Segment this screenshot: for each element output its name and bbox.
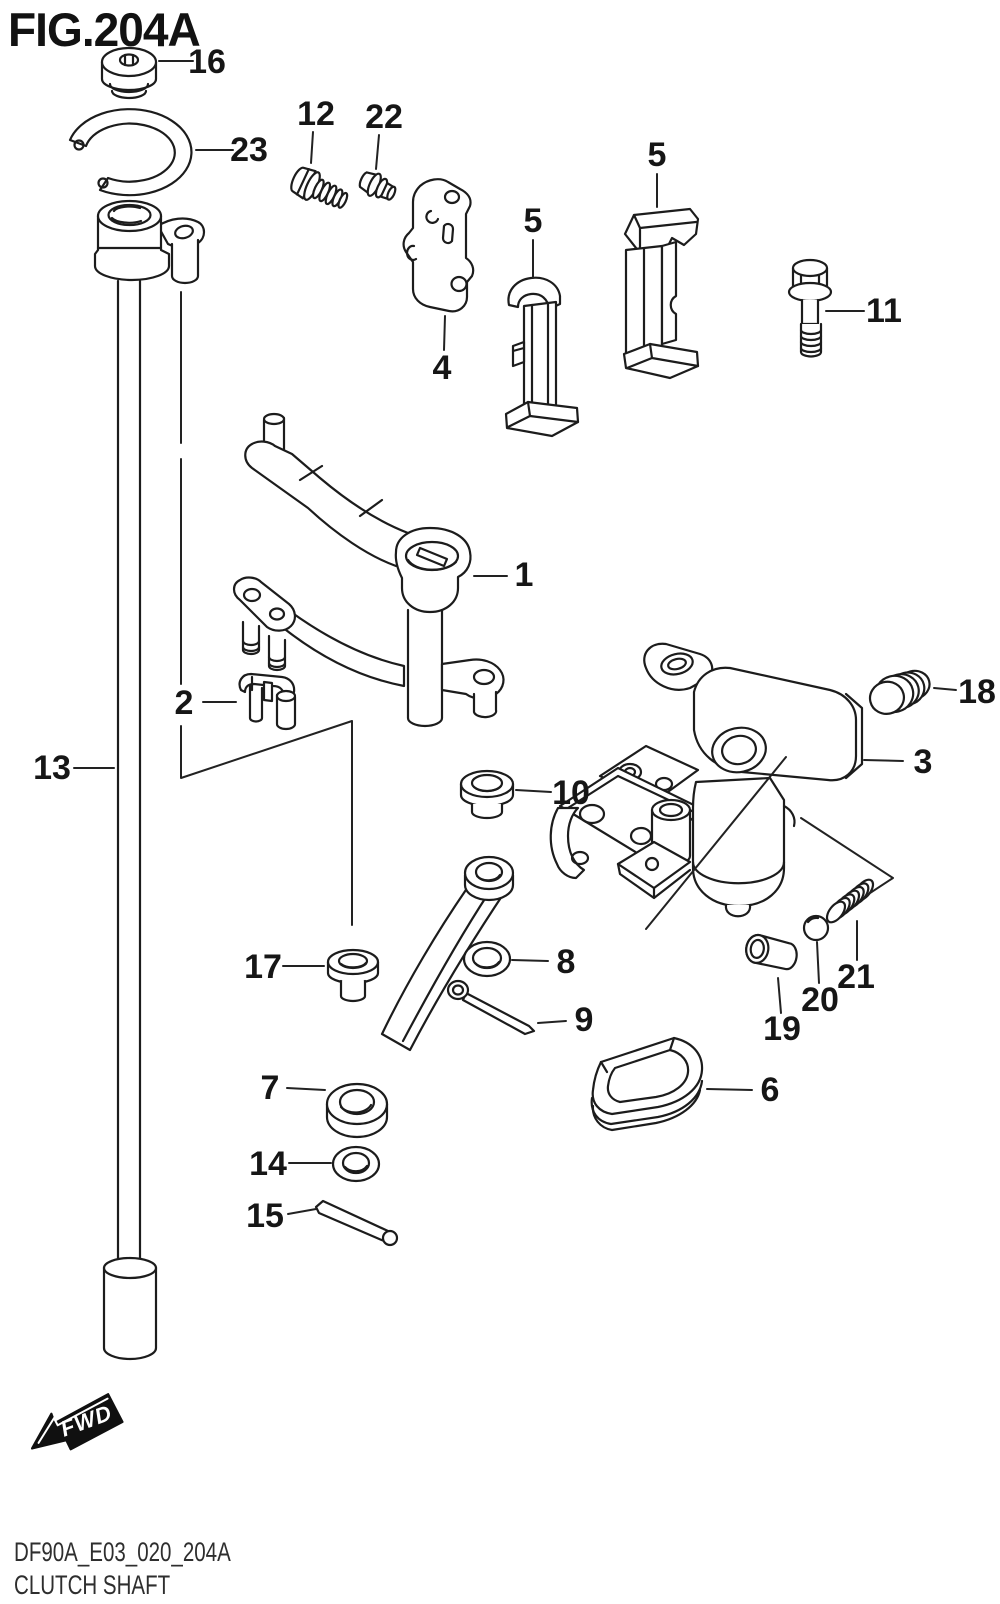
leader-part-18: [933, 687, 957, 691]
part-21-spring: [825, 878, 875, 924]
housing-pin-axis-locator: [645, 756, 787, 930]
part-label-13: 13: [33, 749, 71, 787]
part-8-washer: [462, 940, 512, 978]
leader-part-19: [777, 977, 782, 1014]
part-23-snap-ring: [68, 108, 193, 197]
part-4-bracket-plate: [402, 178, 475, 313]
figure-footer: DF90A_E03_020_204A CLUTCH SHAFT: [14, 1536, 299, 1602]
part-label-22: 22: [365, 98, 403, 136]
leader-part-4: [443, 315, 446, 351]
part-13-clutch-shaft: [93, 199, 206, 1361]
part-5-holder-right: [622, 207, 700, 380]
part-label-9: 9: [575, 1001, 594, 1039]
part-label-7: 7: [261, 1069, 280, 1107]
leader-part-6: [706, 1088, 753, 1091]
part-label-20: 20: [801, 981, 839, 1019]
fwd-arrow: FWD: [30, 1393, 124, 1451]
part-20-ball: [802, 914, 830, 942]
leader-part-20: [816, 941, 820, 984]
part-5-holder-middle: [504, 276, 580, 438]
part-label-19: 19: [763, 1010, 801, 1048]
part-9-cotter-pin: [446, 979, 536, 1036]
housing-spring-locator: [800, 817, 894, 896]
leader-part-8: [511, 959, 549, 962]
part-11-flange-bolt: [787, 258, 833, 358]
part-2-clip: [238, 672, 297, 731]
part-12-bolt: [290, 166, 349, 209]
part-3-clutch-housing: [549, 642, 864, 918]
leader-part-12: [310, 131, 314, 164]
leader-part-22: [375, 134, 380, 170]
leader-part-3: [863, 759, 904, 762]
part-label-21: 21: [837, 958, 875, 996]
part-label-10: 10: [552, 774, 590, 812]
part-label-11: 11: [866, 292, 902, 330]
part-label-23: 23: [230, 131, 268, 169]
part-17-bushing: [326, 948, 380, 1003]
part-label-6: 6: [761, 1071, 780, 1109]
part-label-8: 8: [557, 943, 576, 981]
part-label-5b: 5: [648, 136, 667, 174]
part-1-clutch-arm-assembly: [232, 412, 505, 728]
part-19-roller: [745, 933, 798, 971]
leader-part-9: [537, 1020, 567, 1024]
part-14-washer: [331, 1145, 381, 1183]
part-label-1: 1: [515, 556, 534, 594]
part-16-plug-cap: [100, 46, 158, 100]
part-15-cotter-pin: [314, 1199, 399, 1247]
part-label-17: 17: [244, 948, 282, 986]
part-label-18: 18: [958, 673, 996, 711]
part-10-bushing: [459, 769, 515, 820]
part-7-link-rod: [325, 855, 515, 1139]
part-label-14: 14: [249, 1145, 287, 1183]
figure-name: CLUTCH SHAFT: [14, 1570, 171, 1600]
part-label-2: 2: [175, 684, 194, 722]
leader-part-15: [287, 1208, 317, 1215]
part-label-3: 3: [914, 743, 933, 781]
shaft-clip-locator-lower: [180, 720, 353, 926]
leader-part-10: [515, 789, 552, 793]
part-label-16: 16: [188, 43, 226, 81]
part-6-seal-gasket: [590, 1036, 704, 1132]
figure-title: FIG.204A: [8, 3, 201, 56]
part-label-4: 4: [433, 349, 452, 387]
part-label-12: 12: [297, 95, 335, 133]
part-22-plug-bolt: [358, 171, 397, 201]
leader-part-7: [286, 1087, 326, 1091]
part-label-5a: 5: [524, 202, 543, 240]
part-label-15: 15: [246, 1197, 284, 1235]
part-18-plug: [868, 669, 931, 715]
drawing-code: DF90A_E03_020_204A: [14, 1537, 231, 1567]
